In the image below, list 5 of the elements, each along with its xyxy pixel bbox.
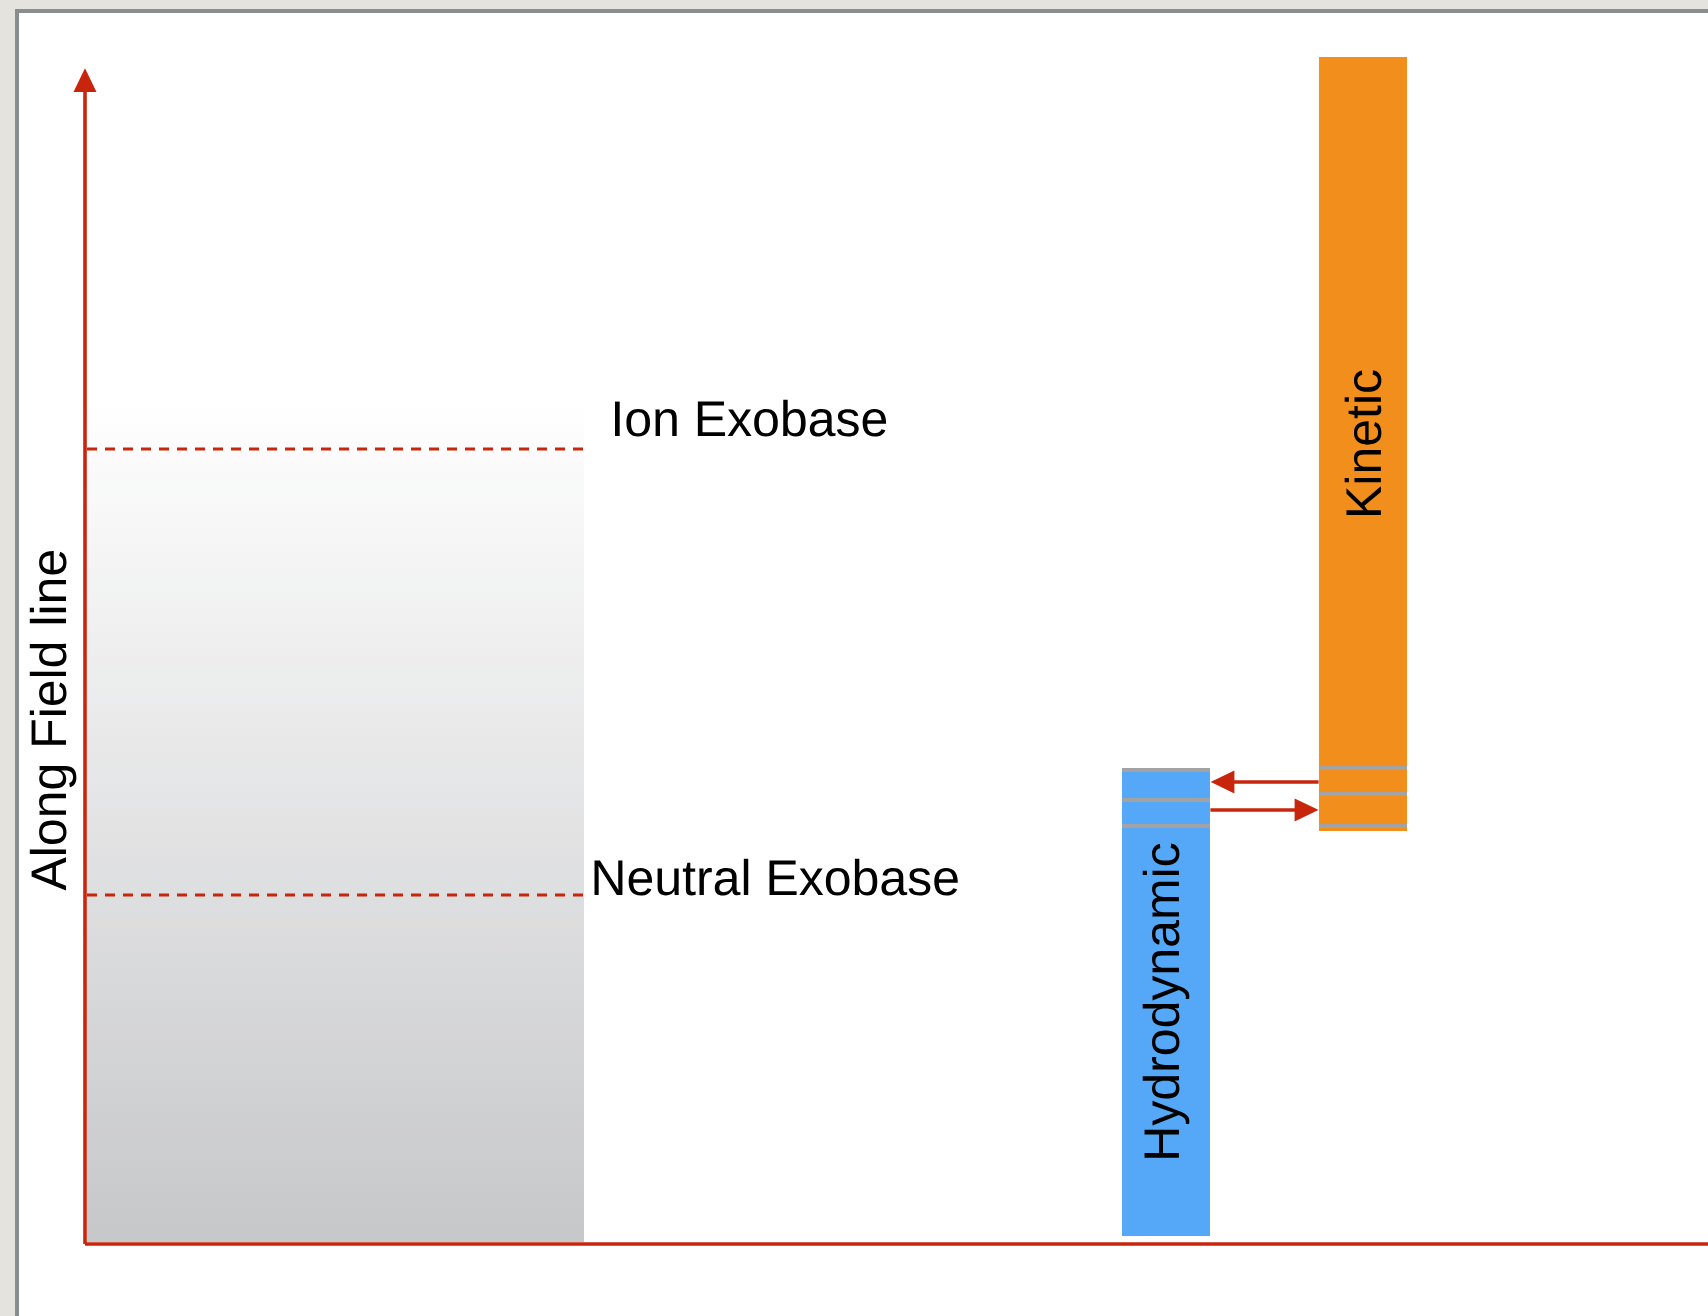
bar: Hydrodynamic [1122,768,1210,1236]
bar: Kinetic [1319,57,1407,831]
level-label: Ion Exobase [615,399,887,437]
axis-label: Along Field line [29,551,77,891]
level-label: Neutral Exobase [594,858,958,896]
